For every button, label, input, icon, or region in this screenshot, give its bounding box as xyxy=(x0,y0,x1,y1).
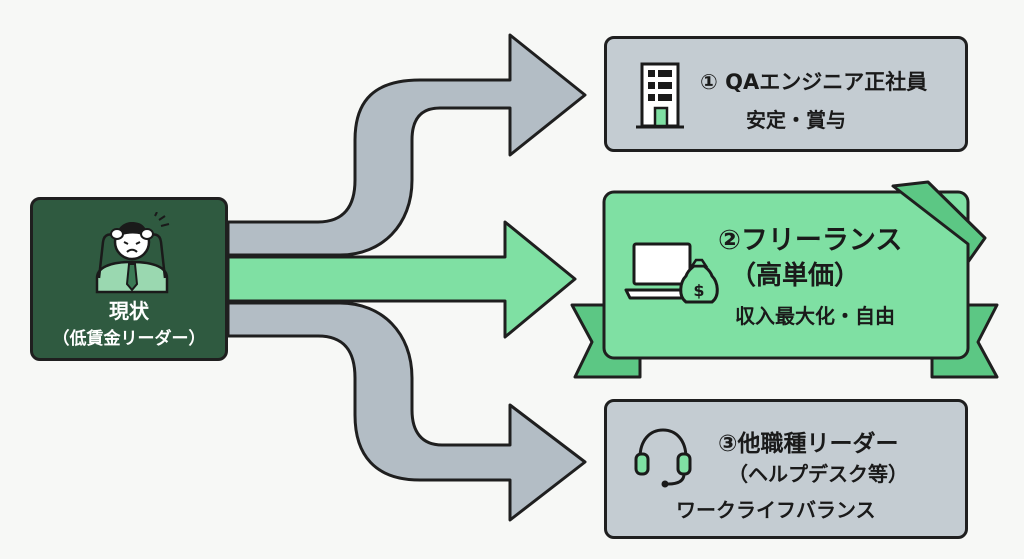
arrow-to-option-3 xyxy=(226,301,587,522)
ribbon-corner-sash xyxy=(891,180,987,264)
arrow-to-option-2 xyxy=(226,220,577,339)
option-1-title: ① QAエンジニア正社員 xyxy=(700,70,928,94)
current-state-box[interactable]: 現状 （低賃金リーダー） xyxy=(30,197,228,361)
option-3-detail: ワークライフバランス xyxy=(676,498,876,522)
building-icon xyxy=(636,62,684,129)
option-3-subtitle: （ヘルプデスク等） xyxy=(728,462,908,486)
arrow-to-option-1 xyxy=(226,33,587,257)
option-2-title: ②フリーランス xyxy=(718,225,903,256)
svg-text:$: $ xyxy=(693,281,704,300)
worried-person-icon xyxy=(95,212,170,294)
option-2-box[interactable] xyxy=(602,190,970,360)
current-state-title: 現状 xyxy=(109,299,149,323)
option-3-title: ③他職種リーダー xyxy=(718,431,899,457)
current-state-subtitle: （低賃金リーダー） xyxy=(52,329,206,349)
option-3-box[interactable] xyxy=(604,399,968,539)
headset-icon xyxy=(634,428,692,488)
option-1-detail: 安定・賞与 xyxy=(746,108,846,132)
option-2-detail: 収入最大化・自由 xyxy=(735,304,895,328)
option-2-subtitle: （高単価） xyxy=(730,261,861,291)
laptop-moneybag-icon: $ xyxy=(624,242,719,304)
